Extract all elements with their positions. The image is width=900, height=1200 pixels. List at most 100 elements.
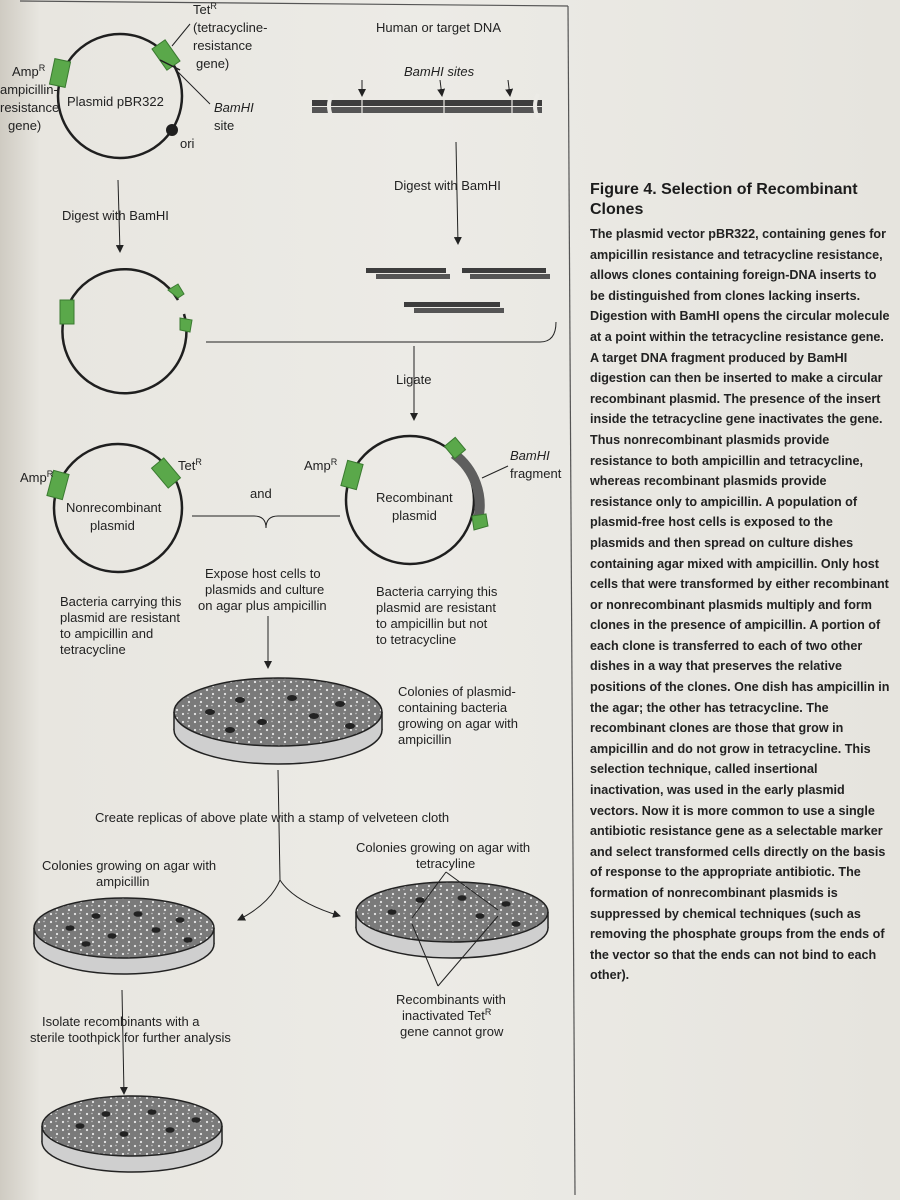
tet-label-leader <box>171 23 191 47</box>
digest-right-label: Digest with BamHI <box>394 178 501 193</box>
bamhi-fragment-line2: fragment <box>510 466 562 481</box>
colony <box>387 909 397 915</box>
opened-plasmid-ring <box>61 267 188 395</box>
arrow-to-amp-plate <box>237 879 281 921</box>
dna-break-left <box>327 93 334 119</box>
rec-label-2: plasmid <box>392 508 437 523</box>
colony <box>457 895 467 901</box>
colony <box>175 917 185 923</box>
colony <box>65 925 75 931</box>
expose-line2: plasmids and culture <box>205 582 324 597</box>
fragment-1-bottom <box>376 274 450 279</box>
colony <box>75 1123 85 1129</box>
replicas-label: Create replicas of above plate with a st… <box>95 810 449 825</box>
arrow-digest-left <box>115 179 124 253</box>
recomb-line2: inactivated TetR <box>402 1007 492 1023</box>
nonrec-tet-label: TetR <box>178 457 202 473</box>
dish-tet-agar <box>355 881 549 943</box>
nonrec-tet-marker <box>150 457 182 489</box>
rec-tet-half-1 <box>443 436 467 460</box>
replica-stem <box>277 769 281 881</box>
digest-left-label: Digest with BamHI <box>62 208 169 223</box>
and-label: and <box>250 486 272 501</box>
arrow-isolate <box>119 989 128 1095</box>
site-arrow-2 <box>437 79 446 97</box>
amp-plate-line2: ampicillin <box>96 874 149 889</box>
fragment-2-bottom <box>470 274 550 279</box>
rec-amp-label: AmpR <box>304 457 338 473</box>
dish-amp-agar <box>33 897 215 959</box>
tet-label-top: TetR <box>193 1 217 17</box>
colony <box>147 1109 157 1115</box>
amp-gene-line1: ampicillin- <box>0 82 58 97</box>
colonies-line1: Colonies of plasmid- <box>398 684 516 699</box>
colonies-line3: growing on agar with <box>398 716 518 731</box>
amp-gene-line3: gene) <box>8 118 41 133</box>
tet-gene-marker <box>151 39 181 71</box>
tet-label-pointer-1 <box>411 871 447 919</box>
figure-frame-right <box>567 5 576 1196</box>
bact-left-line3: to ampicillin and <box>60 626 153 641</box>
ori-dot <box>166 124 178 136</box>
dna-strand-bottom <box>312 107 542 113</box>
bact-right-line1: Bacteria carrying this <box>376 584 498 599</box>
dna-strand-top <box>312 100 542 106</box>
nonrec-label-1: Nonrecombinant <box>66 500 162 515</box>
bamhi-fragment-leader <box>481 465 509 479</box>
opened-plasmid <box>59 267 193 395</box>
bamhi-site-tick <box>159 59 181 71</box>
fragment-2-top <box>462 268 546 273</box>
colony <box>183 937 193 943</box>
isolated-colonies <box>75 1109 201 1137</box>
colony <box>133 911 143 917</box>
figure-caption: Figure 4. Selection of Recombinant Clone… <box>590 180 890 986</box>
colony <box>191 1117 201 1123</box>
colony <box>205 709 215 715</box>
bact-right-line2: plasmid are resistant <box>376 600 496 615</box>
main-colonies <box>205 695 355 733</box>
ligate-label: Ligate <box>396 372 431 387</box>
bact-right-line3: to ampicillin but not <box>376 616 488 631</box>
bact-left-line2: plasmid are resistant <box>60 610 180 625</box>
agar-dish-main <box>173 677 383 765</box>
bact-left-line1: Bacteria carrying this <box>60 594 182 609</box>
colony <box>107 933 117 939</box>
isolate-line1: Isolate recombinants with a <box>42 1014 200 1029</box>
colony <box>165 1127 175 1133</box>
tet-gene-line1: (tetracycline- <box>193 20 267 35</box>
nonrec-amp-marker <box>46 469 70 501</box>
expose-line1: Expose host cells to <box>205 566 321 581</box>
amp-gene-line2: resistance <box>0 100 59 115</box>
nonrecombinant-plasmid: Nonrecombinant plasmid <box>46 442 184 574</box>
bamhi-site-line2: site <box>214 118 234 133</box>
caption-title: Figure 4. Selection of Recombinant Clone… <box>590 181 858 218</box>
dna-break-right <box>533 93 540 119</box>
bamhi-fragment-line1: BamHI <box>510 448 550 463</box>
recomb-pointer-1 <box>411 923 439 987</box>
tet-gene-line2: resistance <box>193 38 252 53</box>
tet-plate-line1: Colonies growing on agar with <box>356 840 530 855</box>
rec-insert <box>450 449 485 522</box>
target-dna-strand <box>312 93 542 119</box>
rec-label-1: Recombinant <box>376 490 453 505</box>
agar-dish-tetracycline <box>355 871 549 987</box>
recomb-pointer-2 <box>437 915 499 987</box>
opened-tet-end-2 <box>179 317 193 333</box>
nonrec-amp-label: AmpR <box>20 469 54 485</box>
ori-label: ori <box>180 136 195 151</box>
colony <box>511 921 521 927</box>
colony <box>501 901 511 907</box>
agar-dish-ampicillin <box>33 897 215 975</box>
colonies-line4: ampicillin <box>398 732 451 747</box>
colony <box>309 713 319 719</box>
colony <box>287 695 297 701</box>
bact-right-line4: to tetracycline <box>376 632 456 647</box>
figure-frame-top <box>19 0 569 7</box>
human-dna-label: Human or target DNA <box>376 20 501 35</box>
colony <box>475 913 485 919</box>
arrow-to-tet-plate <box>279 879 341 918</box>
bact-left-line4: tetracycline <box>60 642 126 657</box>
colony <box>415 897 425 903</box>
